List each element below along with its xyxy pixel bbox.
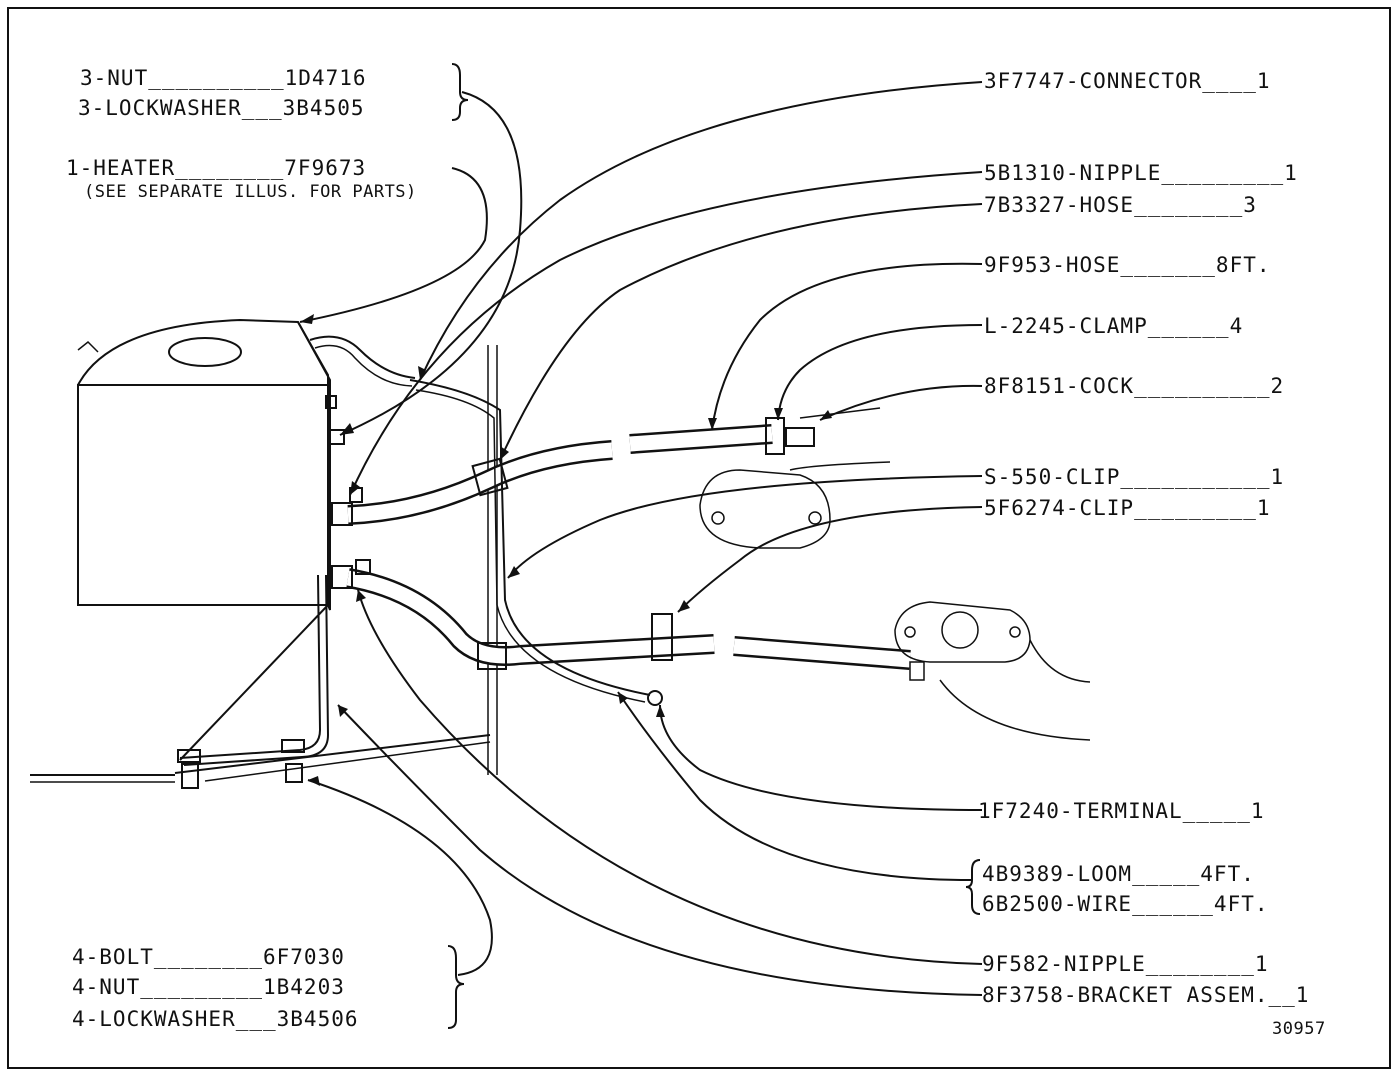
label-hose-2: 9F953-HOSE_______8FT. [984, 253, 1271, 277]
bracket-bolt [177, 749, 201, 763]
label-lockwasher-bottom: 4-LOCKWASHER___3B4506 [72, 1007, 359, 1031]
floor-line [30, 734, 491, 776]
label-lockwasher-top: 3-LOCKWASHER___3B4505 [78, 96, 365, 120]
label-hose-1: 7B3327-HOSE________3 [984, 193, 1257, 217]
clamp [355, 559, 371, 575]
wire-terminal [647, 690, 663, 706]
bracket-bolt [181, 763, 199, 789]
floor-line [30, 741, 491, 783]
shutoff-cock [765, 407, 881, 455]
manifold-upper [699, 461, 891, 549]
label-terminal: 1F7240-TERMINAL_____1 [978, 799, 1265, 823]
label-heater-note: (SEE SEPARATE ILLUS. FOR PARTS) [84, 182, 417, 202]
upper-hose [347, 424, 773, 525]
heater-nut [325, 395, 337, 409]
nipple [331, 565, 353, 589]
label-clip-2: 5F6274-CLIP_________1 [984, 496, 1271, 520]
label-clip-1: S-550-CLIP___________1 [984, 465, 1284, 489]
lower-hose [346, 568, 911, 670]
label-cock: 8F8151-COCK__________2 [984, 374, 1284, 398]
hose-clip [651, 613, 673, 661]
bracket-bolt [285, 763, 303, 783]
label-bracket: 8F3758-BRACKET ASSEM.__1 [982, 983, 1309, 1007]
leader-lines [299, 81, 983, 996]
hose-clip [477, 642, 507, 670]
heater-top-opening [168, 337, 242, 367]
manifold-lower [894, 601, 1091, 741]
label-clamp: L-2245-CLAMP______4 [984, 314, 1243, 338]
label-loom: 4B9389-LOOM_____4FT. [982, 862, 1255, 886]
hose-clip [471, 457, 509, 497]
brace-bottom [447, 945, 465, 1029]
wire-loom [309, 335, 663, 706]
label-nut-bottom: 4-NUT_________1B4203 [72, 975, 345, 999]
label-heater: 1-HEATER________7F9673 [66, 156, 366, 180]
label-nut-top: 3-NUT__________1D4716 [80, 66, 367, 90]
label-wire: 6B2500-WIRE______4FT. [982, 892, 1269, 916]
bracket-assembly [177, 574, 330, 789]
heater-unit [77, 318, 331, 761]
page-border [7, 7, 1391, 1069]
label-nipple-1: 5B1310-NIPPLE_________1 [984, 161, 1298, 185]
brace-top [451, 63, 469, 121]
heater-nut [329, 429, 345, 445]
figure-number: 30957 [1272, 1019, 1326, 1039]
heater-front-face [77, 384, 329, 606]
label-bolt: 4-BOLT________6F7030 [72, 945, 345, 969]
arrowheads [300, 314, 832, 786]
nipple [331, 502, 353, 526]
label-nipple-2: 9F582-NIPPLE________1 [982, 952, 1269, 976]
brace-right [965, 859, 981, 915]
label-connector: 3F7747-CONNECTOR____1 [984, 69, 1271, 93]
bracket-bolt [281, 739, 305, 753]
